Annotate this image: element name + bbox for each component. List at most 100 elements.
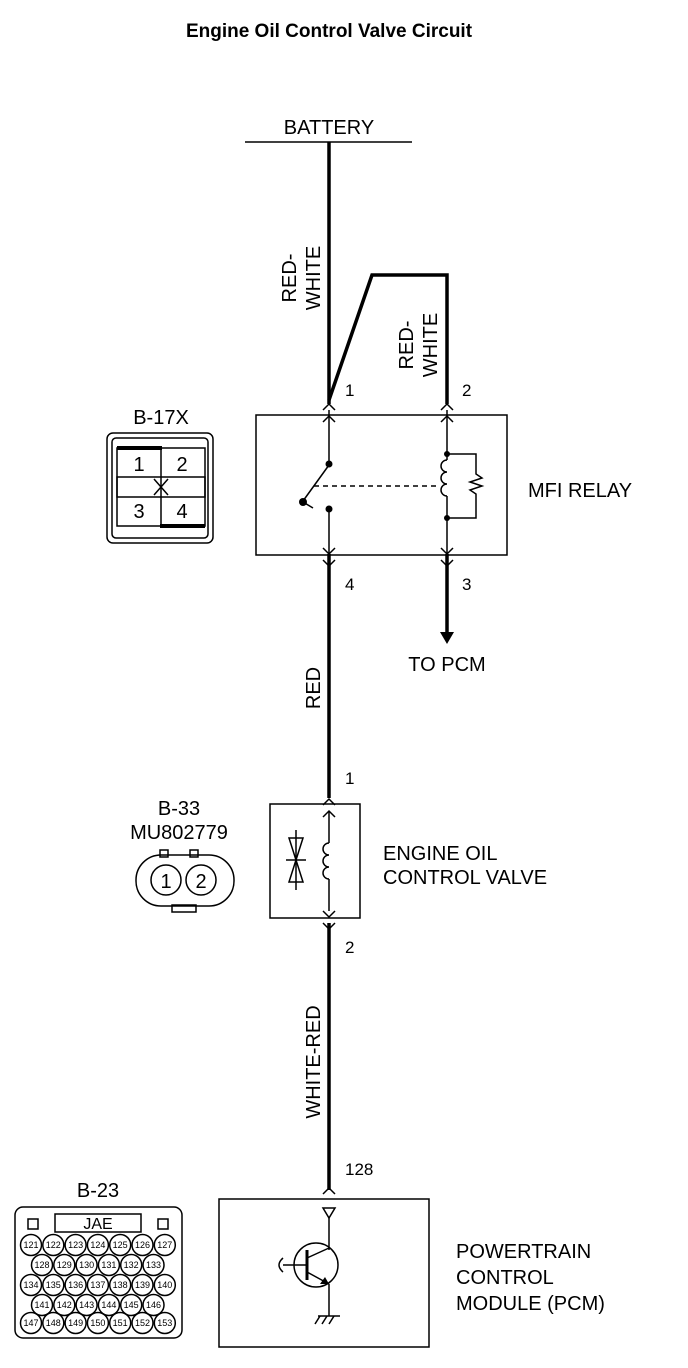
b23-pin-label: 124 <box>90 1240 105 1250</box>
b23-pin-socket <box>86 1233 110 1257</box>
diagram-title: Engine Oil Control Valve Circuit <box>186 21 473 42</box>
connector-b23-id: B-23 <box>77 1180 119 1202</box>
relay-pin-1: 1 <box>345 381 354 400</box>
b23-pin-label: 127 <box>157 1240 172 1250</box>
b23-pin-socket <box>142 1293 165 1317</box>
b23-pin-socket <box>42 1233 65 1257</box>
b23-pin-label: 142 <box>57 1300 72 1310</box>
relay-resistor <box>447 453 485 519</box>
b23-pin-label: 147 <box>23 1318 38 1328</box>
b23-pin-socket <box>153 1233 177 1257</box>
wire-color-red-white-1b: WHITE <box>303 246 325 310</box>
connector-b33-id: B-33 <box>158 798 200 820</box>
b23-pin-label: 136 <box>68 1280 83 1290</box>
mfi-relay-label: MFI RELAY <box>528 480 632 502</box>
b23-pin-socket <box>42 1273 65 1297</box>
b23-pin-socket <box>64 1311 87 1335</box>
b23-pin-label: 130 <box>79 1260 94 1270</box>
b23-pin-label: 153 <box>157 1318 172 1328</box>
b23-pin-label: 149 <box>68 1318 83 1328</box>
connector-b17x <box>106 432 214 544</box>
b23-pin-socket <box>131 1311 154 1335</box>
b23-tag: JAE <box>83 1216 112 1233</box>
pcm-label-line1: POWERTRAIN <box>456 1241 591 1263</box>
b23-pin-socket <box>30 1293 54 1317</box>
valve-label-line1: ENGINE OIL <box>383 843 497 865</box>
relay-pin-1-chevron <box>322 402 336 411</box>
b23-pin-socket <box>108 1311 132 1335</box>
b23-pin-label: 134 <box>23 1280 38 1290</box>
b23-pin-socket <box>64 1273 87 1297</box>
b23-pin-label: 138 <box>113 1280 128 1290</box>
b23-pin-label: 135 <box>46 1280 61 1290</box>
b23-pin-socket <box>142 1253 165 1277</box>
relay-switch-arm <box>302 464 330 502</box>
b23-pin-socket <box>30 1253 54 1277</box>
b23-pin-socket <box>153 1273 177 1297</box>
engine-oil-control-valve-box <box>269 803 361 919</box>
valve-solenoid-coil <box>322 842 330 880</box>
b23-pin-socket <box>53 1253 76 1277</box>
to-pcm-label: TO PCM <box>408 654 485 676</box>
b23-pin-socket <box>53 1293 76 1317</box>
b23-pin-socket <box>64 1233 87 1257</box>
b23-pin-label: 148 <box>46 1318 61 1328</box>
relay-pin-2: 2 <box>462 381 471 400</box>
relay-coil <box>440 459 448 497</box>
relay-pin-3: 3 <box>462 575 471 594</box>
b23-pin-label: 152 <box>135 1318 150 1328</box>
mfi-relay-box <box>255 414 508 556</box>
pcm-label-line3: MODULE (PCM) <box>456 1293 605 1315</box>
b33-pin-2: 2 <box>195 871 206 893</box>
valve-symbol-top <box>287 837 305 863</box>
b23-pin-socket <box>19 1233 43 1257</box>
b23-pin-socket <box>97 1293 121 1317</box>
wire-color-white-red: WHITE-RED <box>303 1005 325 1118</box>
valve-label-line2: CONTROL VALVE <box>383 867 547 889</box>
b23-pin-socket <box>19 1273 43 1297</box>
b23-pin-label: 139 <box>135 1280 150 1290</box>
b23-pin-socket <box>97 1253 121 1277</box>
b23-pin-label: 145 <box>124 1300 139 1310</box>
b23-pin-label: 123 <box>68 1240 83 1250</box>
b23-pin-label: 150 <box>90 1318 105 1328</box>
b23-pin-label: 131 <box>101 1260 116 1270</box>
valve-symbol-bottom <box>287 857 305 883</box>
pcm-box <box>218 1198 430 1348</box>
b23-pin-socket <box>19 1311 43 1335</box>
connector-b33 <box>135 854 235 907</box>
b23-pin-label: 137 <box>90 1280 105 1290</box>
b23-pin-socket <box>86 1311 110 1335</box>
valve-pin-1: 1 <box>345 769 354 788</box>
b23-pin-socket <box>75 1293 98 1317</box>
b17x-cell-4: 4 <box>176 501 187 523</box>
valve-pin-2: 2 <box>345 938 354 957</box>
b23-pin-socket <box>75 1253 98 1277</box>
relay-pin-2-chevron <box>440 402 454 411</box>
b23-pin-socket <box>131 1273 154 1297</box>
b17x-cell-2: 2 <box>176 454 187 476</box>
b23-pin-label: 140 <box>157 1280 172 1290</box>
connector-b33-part: MU802779 <box>130 822 228 844</box>
connector-b23 <box>14 1206 183 1339</box>
b23-pin-socket <box>86 1273 110 1297</box>
b23-pin-socket <box>108 1273 132 1297</box>
connector-b17x-id: B-17X <box>133 407 189 429</box>
b23-pin-label: 151 <box>113 1318 128 1328</box>
wire-color-red-white-2a: RED- <box>396 321 418 370</box>
b23-pin-label: 126 <box>135 1240 150 1250</box>
b23-pin-socket <box>153 1311 177 1335</box>
battery-label: BATTERY <box>284 117 374 139</box>
b23-pin-socket <box>119 1253 143 1277</box>
b23-pin-socket <box>119 1293 143 1317</box>
pcm-pin-128: 128 <box>345 1160 373 1179</box>
b23-pin-label: 125 <box>113 1240 128 1250</box>
wire-color-red-white-2b: WHITE <box>420 313 442 377</box>
wire-color-red-white-1a: RED- <box>279 254 301 303</box>
b23-pin-label: 133 <box>146 1260 161 1270</box>
b23-pin-label: 141 <box>34 1300 49 1310</box>
b23-pin-socket <box>42 1311 65 1335</box>
b33-pin-1: 1 <box>160 871 171 893</box>
b17x-cell-3: 3 <box>133 501 144 523</box>
